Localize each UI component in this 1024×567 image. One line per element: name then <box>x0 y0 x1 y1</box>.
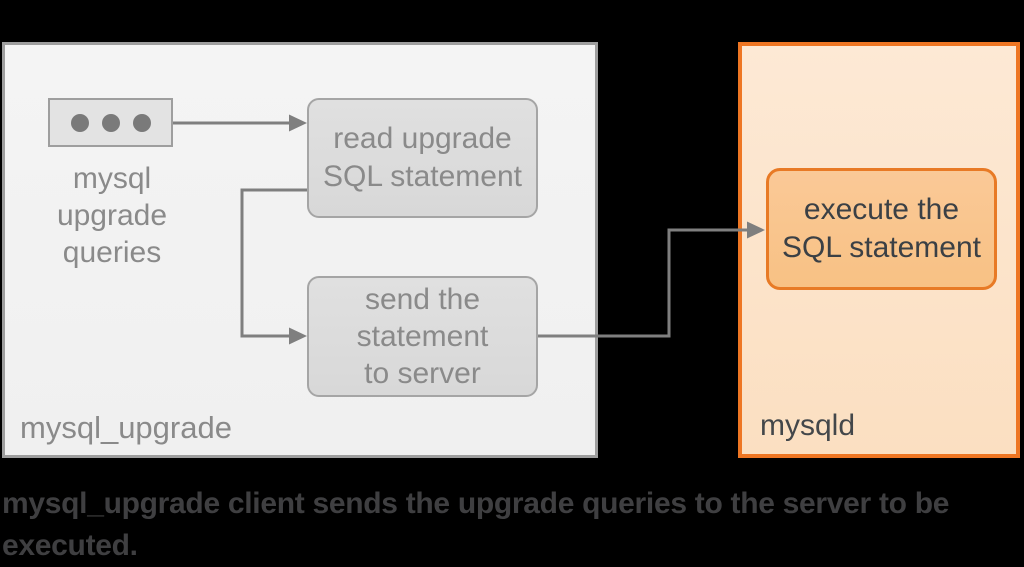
server-container-label: mysqld <box>760 409 856 442</box>
read-upgrade-sql-node: read upgrade SQL statement <box>307 98 538 218</box>
upgrade-queries-box <box>48 98 173 147</box>
ellipsis-dot-icon <box>101 113 120 132</box>
ellipsis-dot-icon <box>70 113 89 132</box>
ellipsis-dot-icon <box>132 113 151 132</box>
send-statement-node: send the statement to server <box>307 276 538 397</box>
client-container-label: mysql_upgrade <box>20 410 232 445</box>
upgrade-queries-label: mysql upgrade queries <box>56 162 168 269</box>
execute-sql-node: execute the SQL statement <box>766 168 997 290</box>
ellipsis-icon <box>70 113 151 132</box>
figure-caption: mysql_upgrade client sends the upgrade q… <box>2 487 950 562</box>
